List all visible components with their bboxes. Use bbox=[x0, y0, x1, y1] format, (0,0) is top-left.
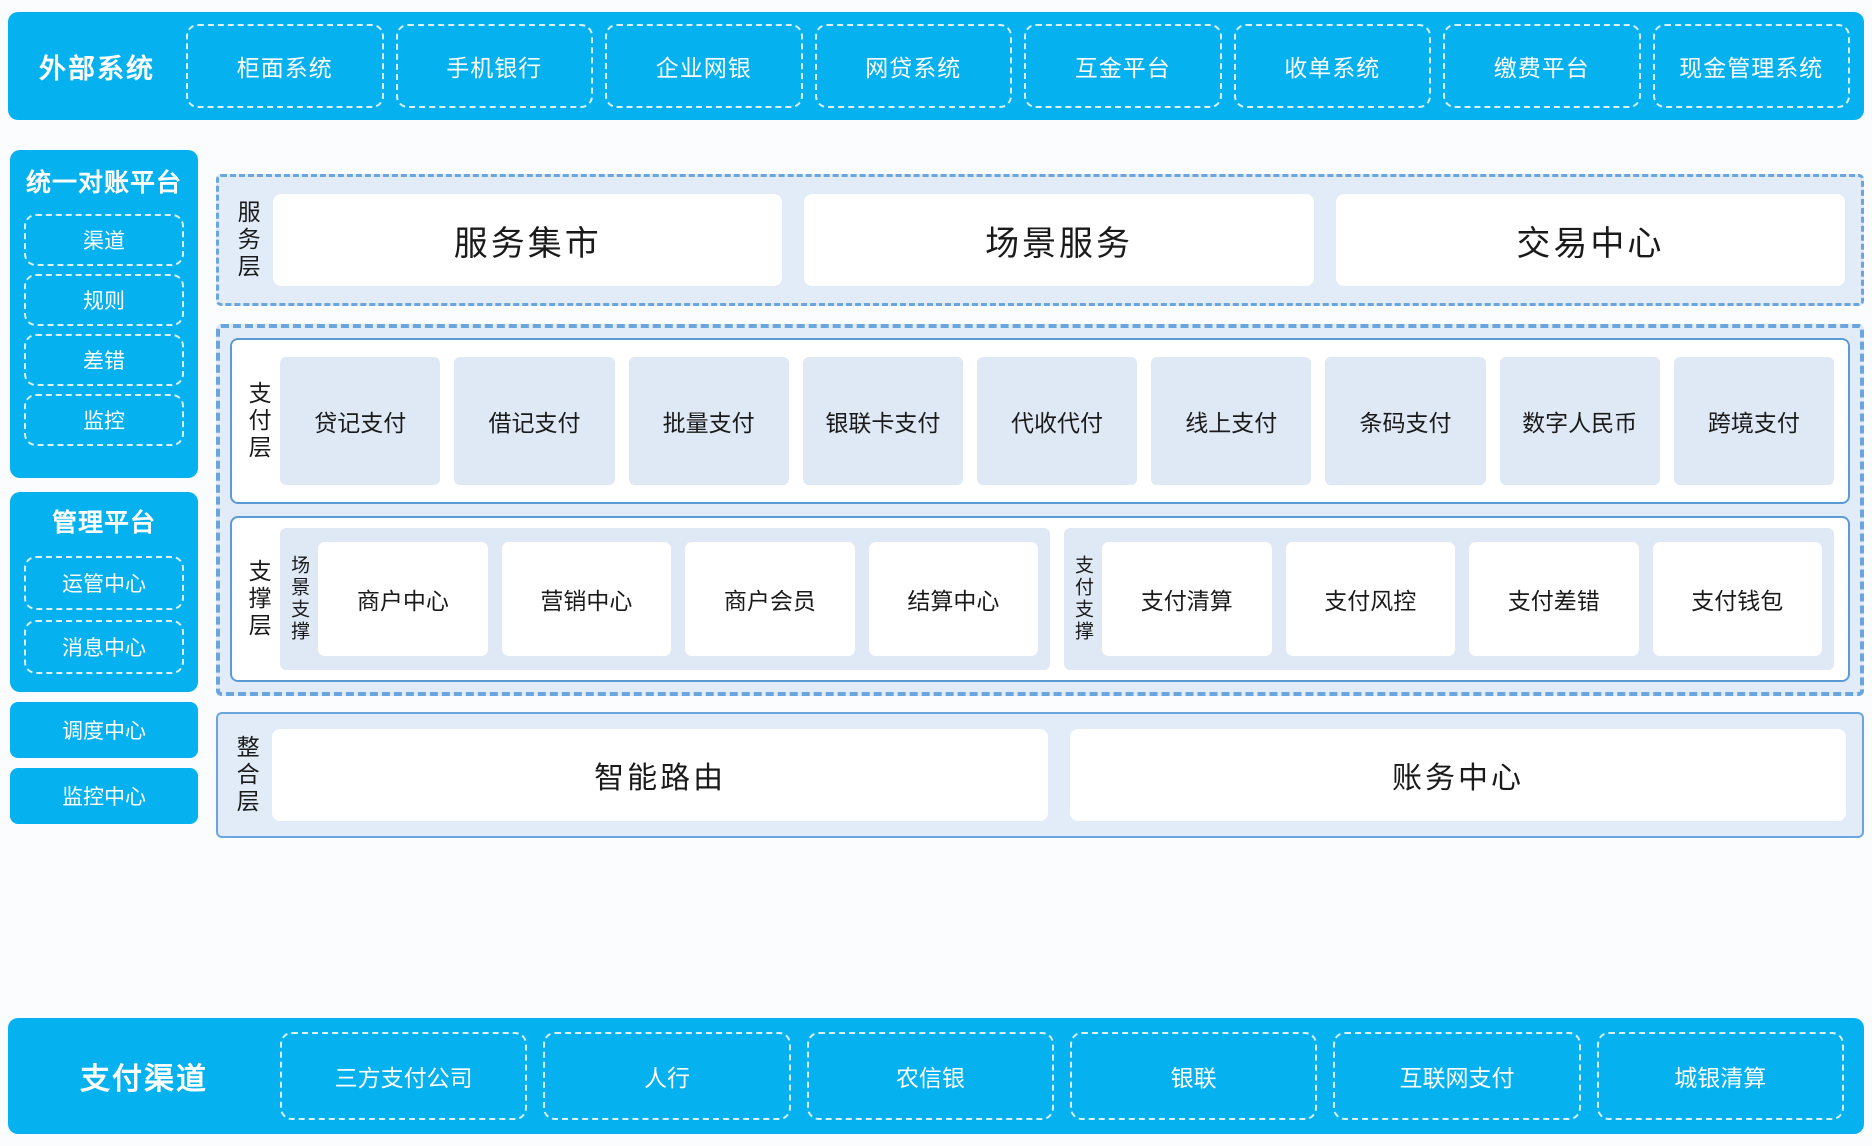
payment-item-digital-rmb[interactable]: 数字人民币 bbox=[1499, 357, 1660, 485]
external-systems-list: 柜面系统 手机银行 企业网银 网贷系统 互金平台 收单系统 缴费平台 现金管理系… bbox=[186, 24, 1850, 108]
external-system-item[interactable]: 收单系统 bbox=[1233, 24, 1431, 108]
core-layers-panel: 支付层 贷记支付 借记支付 批量支付 银联卡支付 代收代付 线上支付 条码支付 … bbox=[216, 324, 1864, 696]
support-item-payment-wallet[interactable]: 支付钱包 bbox=[1652, 542, 1823, 656]
payment-item-debit[interactable]: 借记支付 bbox=[454, 357, 615, 485]
sidebar-management-title: 管理平台 bbox=[51, 509, 156, 537]
external-system-item[interactable]: 缴费平台 bbox=[1443, 24, 1641, 108]
support-group-scenario-items: 商户中心 营销中心 商户会员 结算中心 bbox=[318, 542, 1039, 656]
support-group-scenario-label: 场景支撑 bbox=[288, 555, 310, 643]
support-item-merchant-center[interactable]: 商户中心 bbox=[318, 542, 488, 656]
integration-card-smart-routing[interactable]: 智能路由 bbox=[272, 729, 1049, 821]
payment-item-online[interactable]: 线上支付 bbox=[1151, 357, 1312, 485]
payment-layer-label: 支付层 bbox=[245, 380, 272, 462]
service-card-scenario[interactable]: 场景服务 bbox=[804, 194, 1314, 286]
payment-channel-item[interactable]: 三方支付公司 bbox=[280, 1032, 528, 1120]
support-group-scenario: 场景支撑 商户中心 营销中心 商户会员 结算中心 bbox=[280, 528, 1051, 670]
payment-layer-items: 贷记支付 借记支付 批量支付 银联卡支付 代收代付 线上支付 条码支付 数字人民… bbox=[280, 357, 1834, 485]
payment-channel-item[interactable]: 人行 bbox=[543, 1032, 791, 1120]
payment-item-batch[interactable]: 批量支付 bbox=[628, 357, 789, 485]
service-card-transaction[interactable]: 交易中心 bbox=[1335, 194, 1845, 286]
support-item-payment-risk[interactable]: 支付风控 bbox=[1285, 542, 1456, 656]
payment-item-credit[interactable]: 贷记支付 bbox=[280, 357, 441, 485]
external-system-item[interactable]: 互金平台 bbox=[1024, 24, 1222, 108]
support-group-payment: 支付支撑 支付清算 支付风控 支付差错 支付钱包 bbox=[1064, 528, 1835, 670]
sidebar-reconciliation-platform: 统一对账平台 渠道 规则 差错 监控 bbox=[10, 150, 198, 478]
service-layer-cards: 服务集市 场景服务 交易中心 bbox=[273, 194, 1845, 286]
payment-channels-list: 三方支付公司 人行 农信银 银联 互联网支付 城银清算 bbox=[280, 1032, 1864, 1120]
sidebar-reconciliation-title: 统一对账平台 bbox=[25, 169, 182, 197]
payment-channels-title: 支付渠道 bbox=[80, 1063, 208, 1096]
service-card-marketplace[interactable]: 服务集市 bbox=[273, 194, 783, 286]
payment-item-cross-border[interactable]: 跨境支付 bbox=[1673, 357, 1834, 485]
external-system-item[interactable]: 手机银行 bbox=[395, 24, 593, 108]
payment-item-unionpay-card[interactable]: 银联卡支付 bbox=[802, 357, 963, 485]
sidebar-item-error[interactable]: 差错 bbox=[24, 334, 184, 386]
support-layer-panel: 支撑层 场景支撑 商户中心 营销中心 商户会员 结算中心 支付支撑 支付清算 bbox=[230, 516, 1850, 682]
support-item-marketing-center[interactable]: 营销中心 bbox=[501, 542, 672, 656]
sidebar-item-operations-center[interactable]: 运管中心 bbox=[24, 556, 184, 610]
sidebar-item-message-center[interactable]: 消息中心 bbox=[24, 620, 184, 674]
payment-channel-item[interactable]: 城银清算 bbox=[1596, 1032, 1844, 1120]
support-item-payment-error[interactable]: 支付差错 bbox=[1469, 542, 1639, 656]
support-item-merchant-member[interactable]: 商户会员 bbox=[685, 542, 855, 656]
sidebar-item-channel[interactable]: 渠道 bbox=[24, 214, 184, 266]
sidebar-item-rule[interactable]: 规则 bbox=[24, 274, 184, 326]
payment-item-collection-payment[interactable]: 代收代付 bbox=[976, 357, 1138, 485]
payment-channel-item[interactable]: 农信银 bbox=[806, 1032, 1054, 1120]
external-system-item[interactable]: 网贷系统 bbox=[814, 24, 1012, 108]
external-systems-title: 外部系统 bbox=[39, 53, 155, 84]
payment-item-barcode[interactable]: 条码支付 bbox=[1325, 357, 1486, 485]
support-item-payment-clearing[interactable]: 支付清算 bbox=[1102, 542, 1272, 656]
service-layer-label: 服务层 bbox=[234, 199, 261, 281]
support-layer-groups: 场景支撑 商户中心 营销中心 商户会员 结算中心 支付支撑 支付清算 支付风控 … bbox=[280, 528, 1835, 670]
support-group-payment-label: 支付支撑 bbox=[1072, 555, 1094, 643]
support-group-payment-items: 支付清算 支付风控 支付差错 支付钱包 bbox=[1102, 542, 1823, 656]
sidebar-item-monitoring-center[interactable]: 监控中心 bbox=[10, 768, 198, 824]
integration-layer-cards: 智能路由 账务中心 bbox=[272, 729, 1847, 821]
external-system-item[interactable]: 柜面系统 bbox=[186, 24, 384, 108]
payment-channel-item[interactable]: 银联 bbox=[1069, 1032, 1318, 1120]
sidebar-item-dispatch-center[interactable]: 调度中心 bbox=[10, 702, 198, 758]
external-system-item[interactable]: 现金管理系统 bbox=[1652, 24, 1850, 108]
payment-layer-panel: 支付层 贷记支付 借记支付 批量支付 银联卡支付 代收代付 线上支付 条码支付 … bbox=[230, 338, 1850, 504]
integration-card-accounting-center[interactable]: 账务中心 bbox=[1070, 729, 1847, 821]
payment-channels-bar: 支付渠道 三方支付公司 人行 农信银 银联 互联网支付 城银清算 bbox=[8, 1018, 1864, 1134]
service-layer-panel: 服务层 服务集市 场景服务 交易中心 bbox=[216, 174, 1864, 306]
support-layer-label: 支撑层 bbox=[245, 558, 272, 640]
sidebar-management-platform: 管理平台 运管中心 消息中心 bbox=[10, 492, 198, 692]
support-item-settlement-center[interactable]: 结算中心 bbox=[868, 542, 1039, 656]
external-systems-bar: 外部系统 柜面系统 手机银行 企业网银 网贷系统 互金平台 收单系统 缴费平台 … bbox=[8, 12, 1864, 120]
sidebar-item-monitor[interactable]: 监控 bbox=[24, 394, 184, 446]
external-system-item[interactable]: 企业网银 bbox=[605, 24, 803, 108]
integration-layer-label: 整合层 bbox=[233, 734, 260, 816]
integration-layer-panel: 整合层 智能路由 账务中心 bbox=[216, 712, 1864, 838]
payment-channel-item[interactable]: 互联网支付 bbox=[1333, 1032, 1581, 1120]
